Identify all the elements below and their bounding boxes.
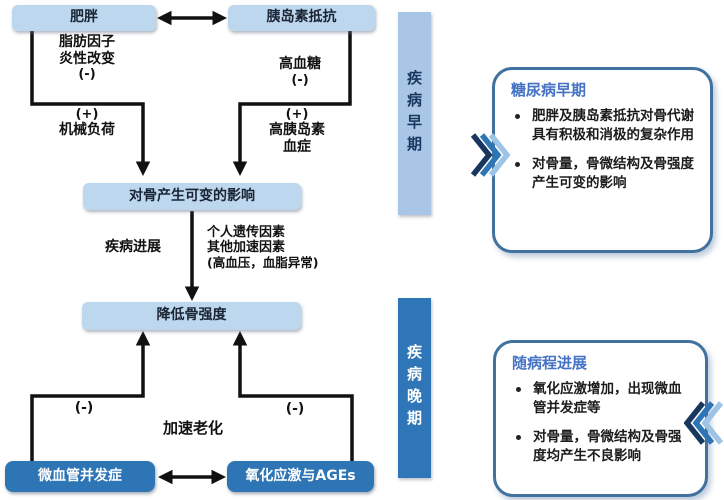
label-minus-right: (-) <box>285 401 305 417</box>
panel-early-bullet-2: 对骨量，骨微结构及骨强度产生可变的影响 <box>511 155 698 192</box>
label-genetic-factors: 个人遗传因素 其他加速因素 (高血压，血脂异常) <box>207 225 319 270</box>
chevrons-right-icon <box>470 133 510 177</box>
label-hyperglycemia: 高血糖 (-) <box>279 56 321 88</box>
panel-early-title: 糖尿病早期 <box>511 81 587 99</box>
node-microvascular-complications: 微血管并发症 <box>5 461 155 492</box>
node-reduced-bone-strength: 降低骨强度 <box>82 302 301 330</box>
label-hyperinsulinemia: (+) 高胰岛素 血症 <box>269 107 325 155</box>
bullet-dot <box>516 435 521 441</box>
panel-early-bullet-1: 肥胖及胰岛素抵抗对骨代谢具有积极和消极的复杂作用 <box>511 107 698 144</box>
node-obesity: 肥胖 <box>12 5 156 31</box>
stage-bar-late-disease: 疾病晚期 <box>398 298 431 478</box>
node-variable-bone-effect: 对骨产生可变的影响 <box>83 183 301 210</box>
node-oxidative-stress-ages: 氧化应激与AGEs <box>227 461 374 492</box>
panel-early-diabetes: 糖尿病早期 肥胖及胰岛素抵抗对骨代谢具有积极和消极的复杂作用 对骨量，骨微结构及… <box>492 67 713 253</box>
panel-late-bullet-1: 氧化应激增加，出现微血管并发症等 <box>512 380 693 417</box>
bullet-dot <box>515 114 520 119</box>
label-disease-progression: 疾病进展 <box>105 239 161 255</box>
label-adipokines: 脂肪因子 炎性改变 (-) <box>59 34 115 83</box>
panel-late-bullet-2: 对骨量，骨微结构及骨强度均产生不良影响 <box>512 428 693 465</box>
node-insulin-resistance: 胰岛素抵抗 <box>228 5 375 31</box>
chevrons-left-icon <box>684 401 724 445</box>
bullet-dot <box>516 387 521 392</box>
label-accelerated-aging: 加速老化 <box>162 419 223 437</box>
label-minus-left: (-) <box>74 400 94 416</box>
label-mechanical-load: (+) 机械负荷 <box>59 107 115 139</box>
bullet-dot <box>515 162 520 168</box>
panel-disease-progression: 随病程进展 氧化应激增加，出现微血管并发症等 对骨量，骨微结构及骨强度均产生不良… <box>493 340 708 497</box>
stage-bar-early-disease: 疾病早期 <box>398 12 431 215</box>
panel-late-title: 随病程进展 <box>512 354 588 372</box>
